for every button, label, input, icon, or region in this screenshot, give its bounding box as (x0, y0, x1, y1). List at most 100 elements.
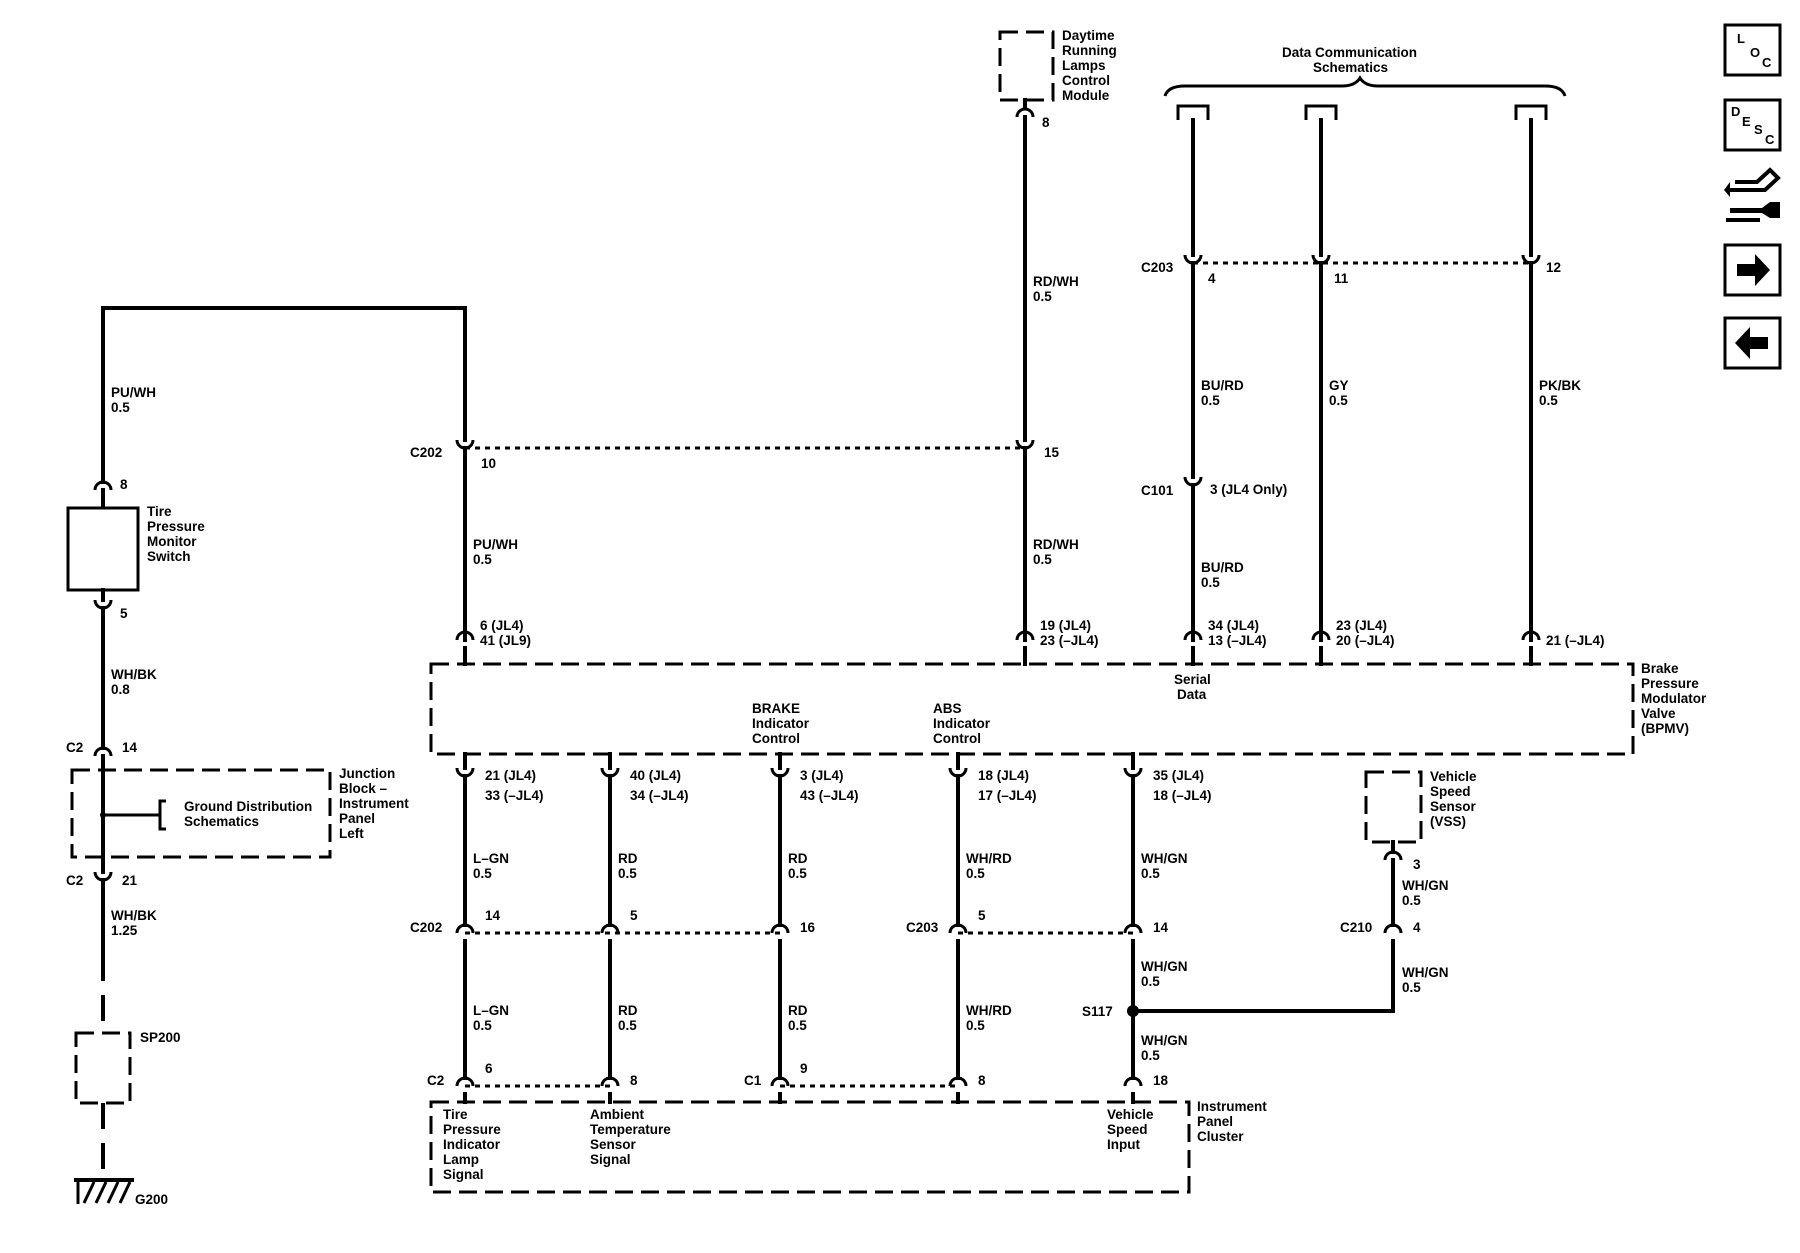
tpms-switch-label: Tire Pressure Monitor Switch (147, 504, 205, 564)
svg-text:Schematics: Schematics (1313, 60, 1388, 75)
ground-dist-terminal (158, 799, 166, 831)
ipc-pin-8b (948, 1076, 968, 1087)
svg-text:Vehicle: Vehicle (1107, 1107, 1154, 1122)
svg-text:Switch: Switch (147, 549, 191, 564)
c203-pin-5 (948, 923, 968, 934)
svg-text:0.5: 0.5 (1141, 1048, 1160, 1063)
svg-text:Indicator: Indicator (443, 1137, 501, 1152)
svg-text:Pressure: Pressure (443, 1122, 501, 1137)
wh-bk-b-label: WH/BK 1.25 (111, 908, 157, 938)
wh-gn-c-label: WH/GN0.5 (1141, 1033, 1188, 1063)
svg-text:ABS: ABS (933, 701, 962, 716)
previous-page-button[interactable] (1723, 316, 1782, 370)
svg-text:Pressure: Pressure (147, 519, 205, 534)
c202-pin-15-label: 15 (1044, 445, 1060, 460)
svg-text:L–GN: L–GN (473, 851, 509, 866)
desc-button[interactable]: D E S C (1723, 98, 1782, 152)
drl-module-box (998, 30, 1055, 102)
c101-pin-3-label: 3 (JL4 Only) (1210, 482, 1287, 497)
drl-module-label: Daytime Running Lamps Control Module (1062, 28, 1117, 103)
wh-gn-vss-label: WH/GN0.5 (1402, 878, 1449, 908)
dc-terminal-3 (1514, 104, 1548, 120)
svg-text:0.5: 0.5 (473, 552, 492, 567)
svg-text:33 (–JL4): 33 (–JL4) (485, 788, 544, 803)
c202-pin-16-label: 16 (800, 920, 816, 935)
c1-bottom-label: C1 (744, 1073, 762, 1088)
rd-b-label: RD0.5 (788, 851, 808, 881)
svg-text:WH/BK: WH/BK (111, 667, 157, 682)
wh-gn-a-label: WH/GN0.5 (1141, 851, 1188, 881)
svg-text:34 (–JL4): 34 (–JL4) (630, 788, 689, 803)
svg-text:0.5: 0.5 (966, 1018, 985, 1033)
bpmv-pin-19-label: 19 (JL4) 23 (–JL4) (1040, 618, 1099, 648)
rd-wh-mid-label: RD/WH 0.5 (1033, 537, 1079, 567)
bpmv-pin-34 (1183, 630, 1203, 641)
tpms-pin-8 (93, 480, 113, 491)
rd-d-label: RD0.5 (788, 1003, 808, 1033)
svg-text:Instrument: Instrument (339, 796, 409, 811)
svg-text:Ground Distribution: Ground Distribution (184, 799, 312, 814)
svg-text:C: C (1765, 132, 1775, 147)
svg-text:WH/GN: WH/GN (1141, 959, 1188, 974)
svg-text:Running: Running (1062, 43, 1117, 58)
svg-text:34 (JL4): 34 (JL4) (1208, 618, 1259, 633)
ambient-temp-signal-label: Ambient Temperature Sensor Signal (590, 1107, 671, 1167)
loc-button[interactable]: L O C (1723, 23, 1782, 77)
bpmv-pin-21 (1521, 630, 1541, 641)
svg-text:Control: Control (1062, 73, 1110, 88)
vss-box (1364, 770, 1423, 844)
svg-text:D: D (1731, 104, 1740, 119)
bpmv-pin-b3-label: 3 (JL4) 43 (–JL4) (800, 768, 859, 803)
svg-text:Tire: Tire (147, 504, 172, 519)
c203-pin-14 (1123, 923, 1143, 934)
svg-text:41 (JL9): 41 (JL9) (480, 633, 531, 648)
svg-text:Junction: Junction (339, 766, 395, 781)
svg-text:Instrument: Instrument (1197, 1099, 1267, 1114)
vehicle-speed-input-label: Vehicle Speed Input (1107, 1107, 1154, 1152)
ground-symbol (74, 1178, 134, 1204)
svg-text:35 (JL4): 35 (JL4) (1153, 768, 1204, 783)
svg-text:Panel: Panel (1197, 1114, 1233, 1129)
svg-text:17 (–JL4): 17 (–JL4) (978, 788, 1037, 803)
svg-text:0.5: 0.5 (1033, 289, 1052, 304)
bpmv-pin-34-label: 34 (JL4) 13 (–JL4) (1208, 618, 1267, 648)
svg-text:Left: Left (339, 826, 364, 841)
ipc-pin-6 (455, 1076, 475, 1087)
c203-pin-5-label: 5 (978, 908, 986, 923)
sp200-label: SP200 (140, 1030, 181, 1045)
svg-text:Tire: Tire (443, 1107, 468, 1122)
tpms-switch-box (66, 506, 140, 592)
left-arrow-icon (1735, 327, 1768, 359)
s117-label: S117 (1082, 1004, 1113, 1019)
tpms-pin-5-label: 5 (120, 606, 128, 621)
connector-harness-icon[interactable] (1724, 167, 1781, 222)
svg-text:Speed: Speed (1430, 784, 1471, 799)
svg-text:Signal: Signal (590, 1152, 631, 1167)
c2-pin-21-label: 21 (122, 873, 138, 888)
svg-text:13 (–JL4): 13 (–JL4) (1208, 633, 1267, 648)
tire-pressure-lamp-signal-label: Tire Pressure Indicator Lamp Signal (443, 1107, 501, 1182)
c2-pin-14 (93, 746, 113, 757)
ipc-pin-6-label: 6 (485, 1061, 493, 1076)
ipc-pin-9 (770, 1076, 790, 1087)
g200-label: G200 (135, 1192, 168, 1207)
lgn-a-label: L–GN0.5 (473, 851, 509, 881)
svg-text:WH/GN: WH/GN (1402, 965, 1449, 980)
svg-text:RD/WH: RD/WH (1033, 537, 1079, 552)
dc-terminal-1 (1176, 104, 1210, 120)
svg-text:WH/BK: WH/BK (111, 908, 157, 923)
c2-14-label: C2 (66, 740, 83, 755)
bpmv-pin-b40-label: 40 (JL4) 34 (–JL4) (630, 768, 689, 803)
svg-text:Indicator: Indicator (933, 716, 991, 731)
svg-text:0.5: 0.5 (1402, 893, 1421, 908)
svg-text:PK/BK: PK/BK (1539, 378, 1581, 393)
next-page-button[interactable] (1723, 243, 1782, 297)
svg-text:18 (JL4): 18 (JL4) (978, 768, 1029, 783)
svg-text:Signal: Signal (443, 1167, 484, 1182)
svg-text:0.5: 0.5 (966, 866, 985, 881)
pu-wh-top-label: PU/WH 0.5 (111, 385, 156, 415)
svg-text:RD: RD (618, 851, 638, 866)
svg-text:0.8: 0.8 (111, 682, 130, 697)
bpmv-pin-b35-label: 35 (JL4) 18 (–JL4) (1153, 768, 1212, 803)
c203-pin-12-label: 12 (1546, 260, 1561, 275)
